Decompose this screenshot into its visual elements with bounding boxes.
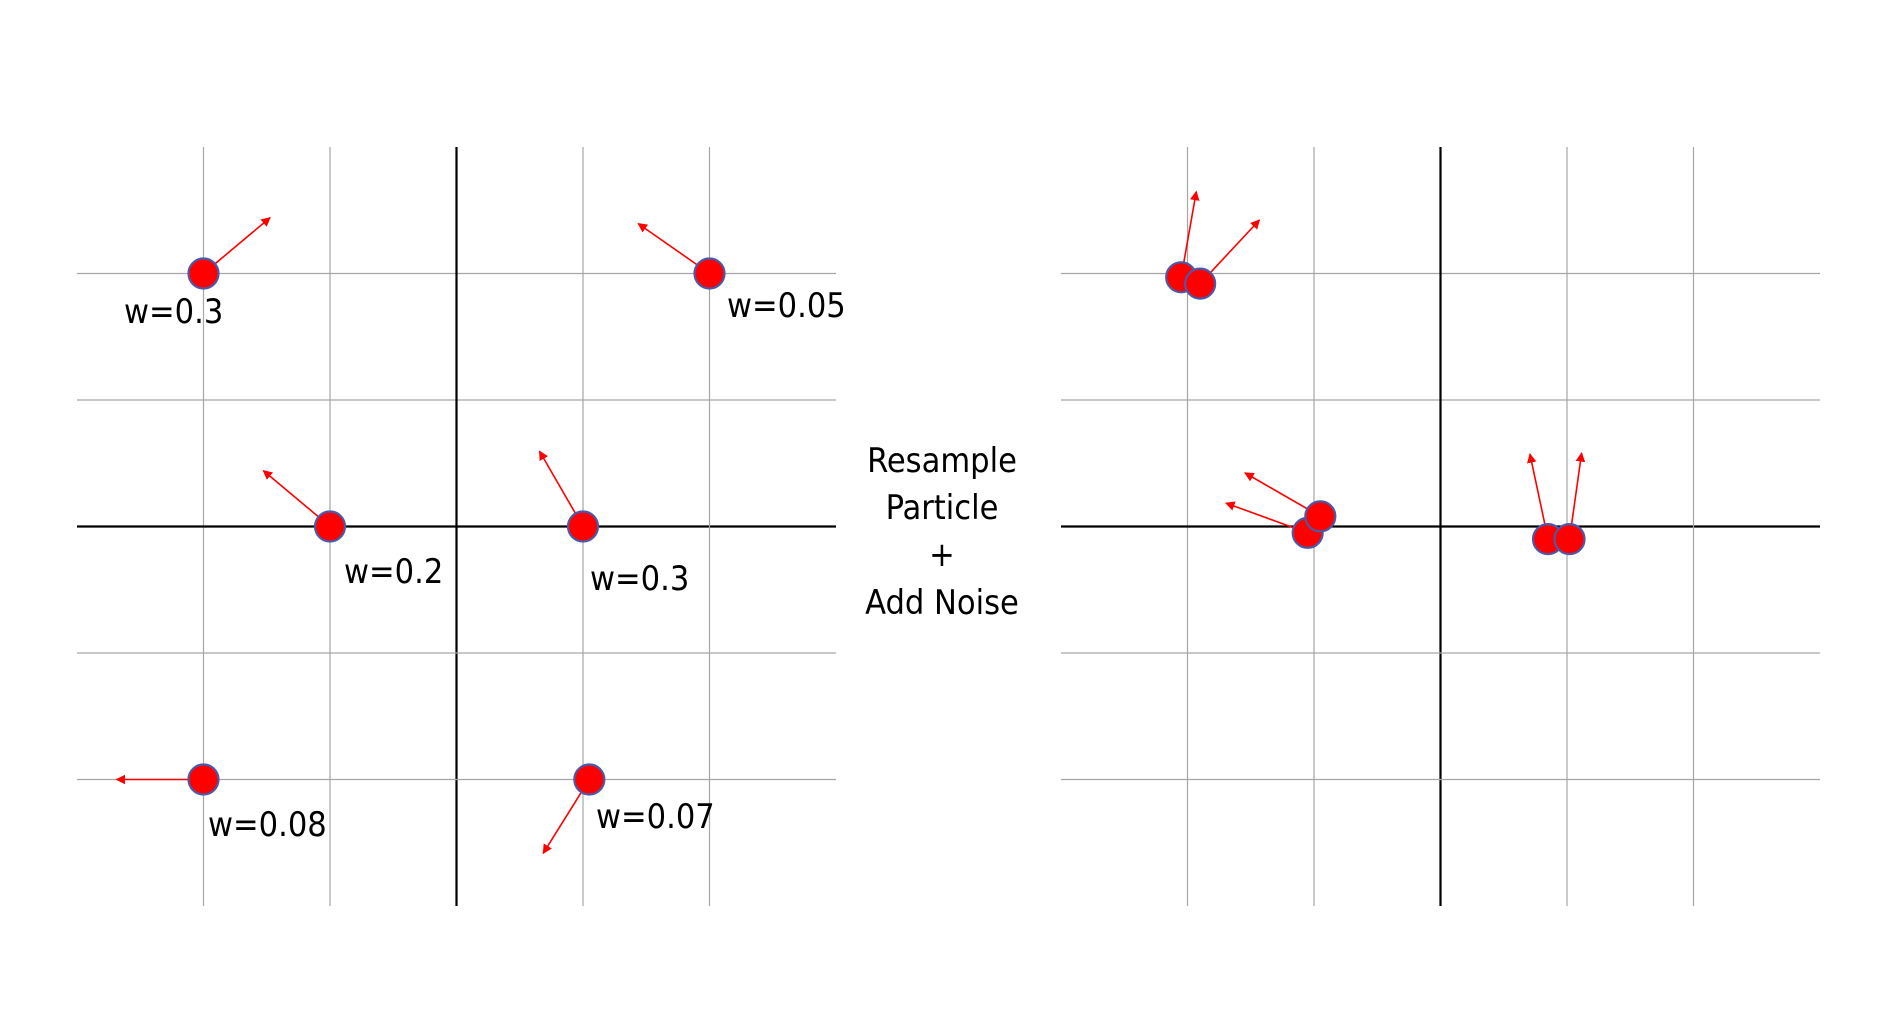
weight-label-2: w=0.05 [727, 286, 846, 326]
right-particle-2 [1184, 267, 1217, 300]
right-grid [1061, 147, 1820, 906]
left-particle-5 [187, 763, 220, 796]
caption-plus: + [929, 535, 955, 575]
resample-caption: Resample Particle + Add Noise [865, 441, 1019, 623]
left-particle-6 [573, 763, 606, 796]
weight-label-1: w=0.3 [124, 292, 223, 332]
weight-label-3: w=0.2 [344, 552, 443, 592]
left-particle-2 [693, 257, 726, 290]
right-particles [1165, 261, 1586, 556]
left-velocity-arrow-4 [538, 450, 577, 514]
caption-resample: Resample [867, 441, 1017, 481]
left-particle-panel: w=0.3 w=0.05 w=0.2 w=0.3 w=0.08 w=0.07 [77, 147, 846, 906]
left-velocity-arrow-2 [637, 222, 698, 266]
right-velocity-arrow-5 [1527, 453, 1546, 525]
weight-label-4: w=0.3 [590, 559, 689, 599]
right-velocity-arrow-2 [1209, 219, 1261, 274]
left-grid [77, 147, 836, 906]
weight-label-6: w=0.07 [596, 797, 715, 837]
caption-particle: Particle [886, 488, 999, 528]
left-velocity-arrows [115, 216, 698, 855]
caption-add-noise: Add Noise [865, 583, 1019, 623]
right-velocity-arrow-1 [1182, 190, 1200, 263]
left-velocity-arrow-1 [214, 216, 271, 265]
left-weight-labels: w=0.3 w=0.05 w=0.2 w=0.3 w=0.08 w=0.07 [124, 286, 846, 845]
right-velocity-arrow-6 [1570, 452, 1586, 525]
left-particle-3 [313, 510, 347, 543]
left-velocity-arrow-3 [262, 469, 320, 518]
left-particles [187, 257, 726, 796]
left-particle-1 [187, 257, 220, 290]
left-particle-4 [566, 510, 600, 543]
right-particle-4 [1304, 500, 1337, 533]
right-particle-panel [1061, 147, 1820, 906]
left-velocity-arrow-6 [542, 791, 583, 855]
weight-label-5: w=0.08 [208, 805, 327, 845]
right-particle-6 [1553, 523, 1586, 556]
right-velocity-arrows [1182, 190, 1586, 529]
right-velocity-arrow-4 [1244, 472, 1308, 510]
right-velocity-arrow-3 [1225, 501, 1294, 529]
